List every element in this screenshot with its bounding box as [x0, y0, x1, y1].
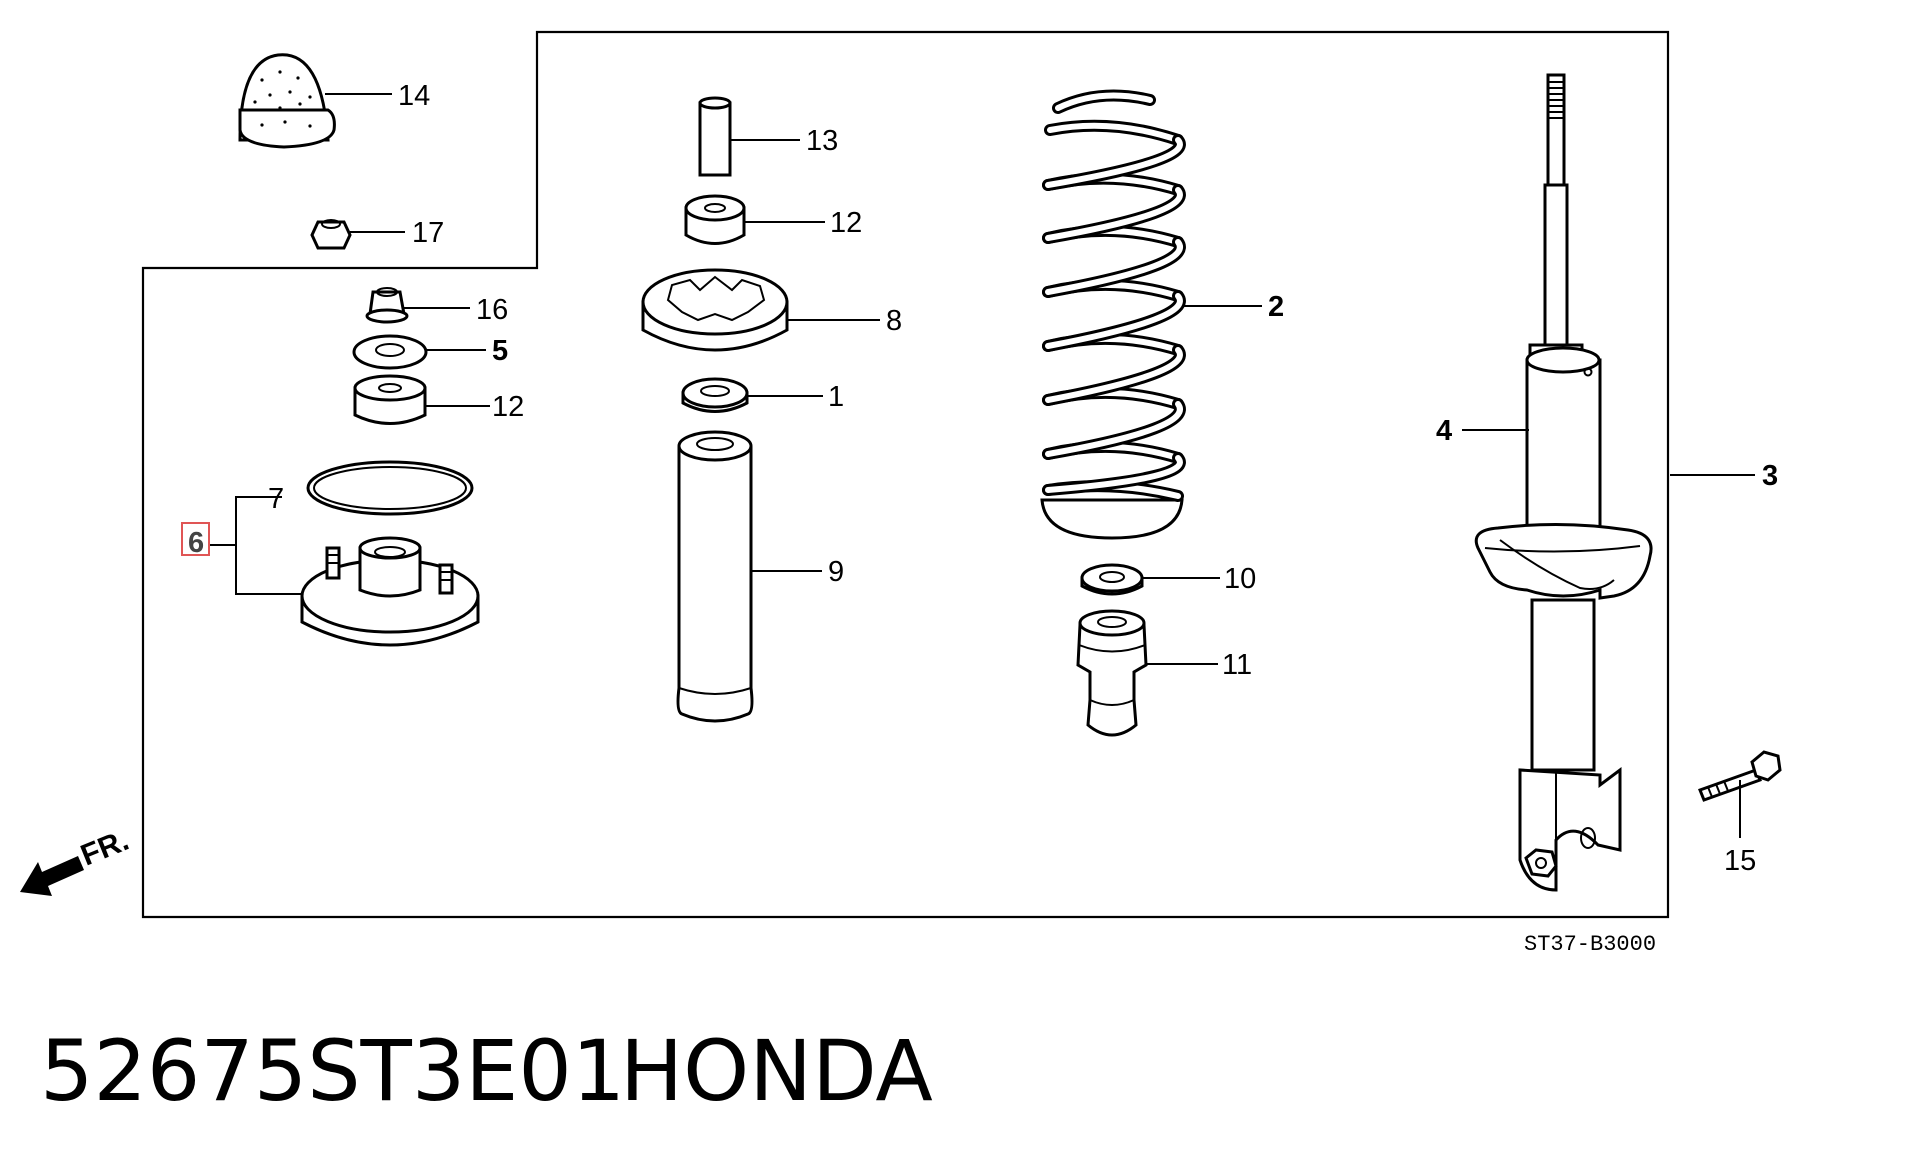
part-12-bushing-lower[interactable] [353, 374, 490, 425]
part-16-nut[interactable] [365, 287, 470, 324]
part-14-cap[interactable] [238, 53, 392, 149]
callout-6: 6 [188, 527, 204, 559]
part-11-bump-stop[interactable] [1076, 609, 1218, 737]
callout-13: 13 [806, 125, 838, 157]
part-17-nut[interactable] [310, 219, 405, 250]
part-7-o-ring[interactable] [306, 460, 474, 516]
part-5-washer[interactable] [352, 334, 486, 370]
callout-16: 16 [476, 294, 508, 326]
callout-5: 5 [492, 335, 508, 367]
callout-11: 11 [1222, 649, 1252, 681]
part-15-bolt[interactable] [1698, 750, 1782, 838]
diagram-code: ST37-B3000 [1524, 932, 1656, 957]
callout-7: 7 [268, 483, 284, 515]
part-8-spring-seat[interactable] [641, 268, 880, 352]
direction-label: FR. [76, 824, 133, 873]
part-10-washer[interactable] [1080, 563, 1220, 596]
brand-name: HONDA [620, 1022, 933, 1120]
diagram-frame [141, 30, 1670, 919]
callout-17: 17 [412, 217, 444, 249]
part-6-mount-base[interactable] [300, 536, 480, 647]
callout-9: 9 [828, 556, 844, 588]
callout-4: 4 [1436, 415, 1452, 447]
part-13-collar[interactable] [698, 96, 800, 177]
callout-14: 14 [398, 80, 430, 112]
callout-8: 8 [886, 305, 902, 337]
part-9-dust-boot[interactable] [676, 430, 822, 723]
part-number: 52675ST3E01 [40, 1022, 625, 1120]
part-2-coil-spring[interactable] [1040, 89, 1262, 540]
part-12-bushing-upper[interactable] [684, 194, 825, 245]
part-3-4-shock-absorber[interactable] [1462, 73, 1755, 892]
callout-10: 10 [1224, 563, 1256, 595]
callout-12-upper: 12 [830, 207, 862, 239]
callout-3: 3 [1762, 460, 1778, 492]
callout-labels: 14 17 16 5 12 7 6 13 12 8 1 9 2 10 11 4 … [188, 80, 1778, 877]
part-1-bearing[interactable] [681, 377, 823, 413]
direction-arrow: FR. [20, 824, 133, 896]
highlight-box [181, 522, 210, 556]
callout-2: 2 [1268, 291, 1284, 323]
callout-12-lower: 12 [492, 391, 524, 423]
callout-1: 1 [828, 381, 844, 413]
callout-15: 15 [1724, 845, 1756, 877]
